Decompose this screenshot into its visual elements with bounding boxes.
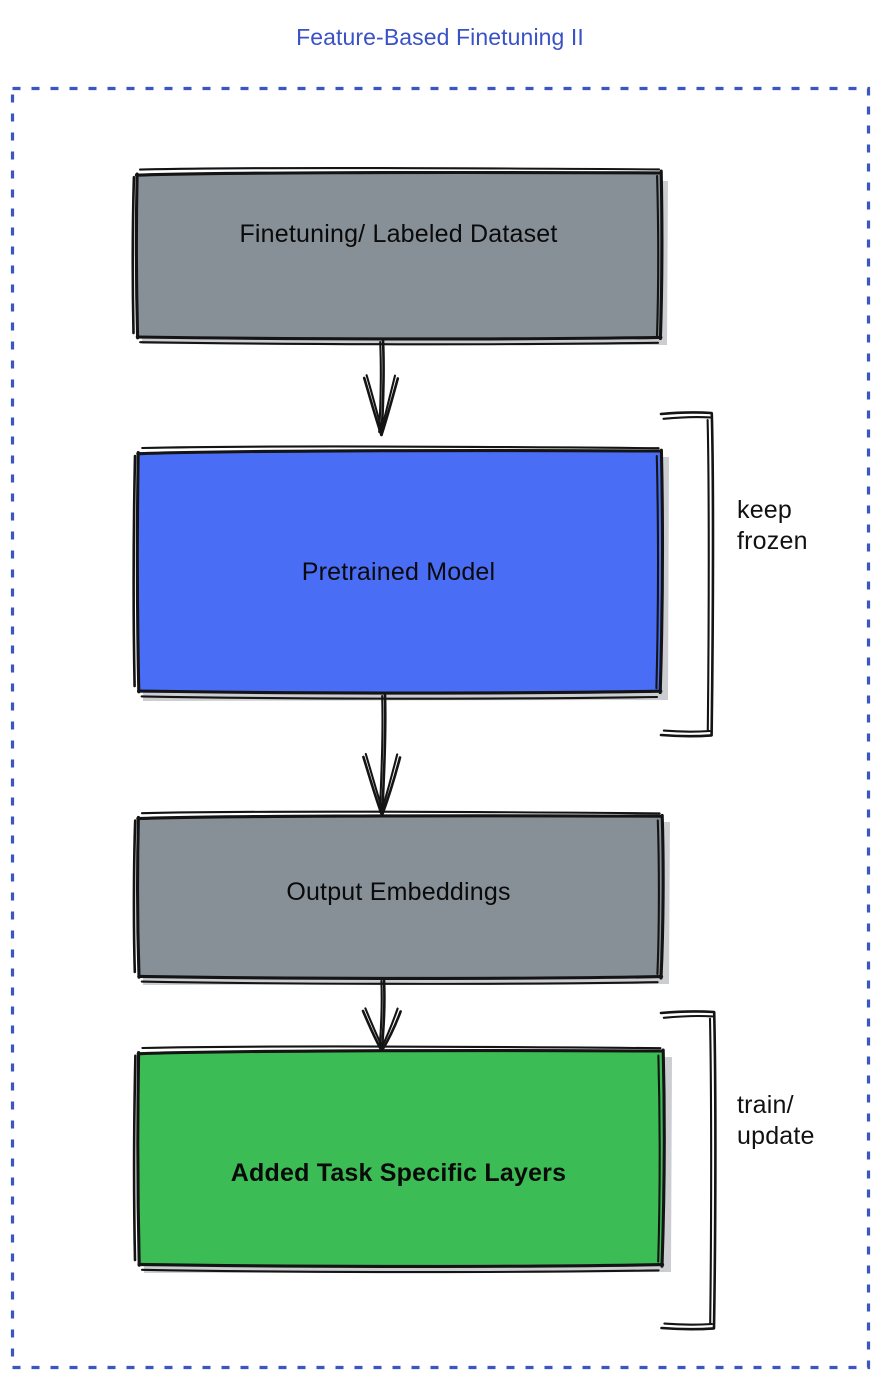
node-embeddings-fill [138,815,663,978]
node-layers-fill [138,1050,664,1267]
edge-pretrained-to-embeddings [362,692,402,817]
node-layers-hitbox[interactable] [135,1049,663,1269]
dashed-container-border [10,86,871,1370]
node-embeddings[interactable] [132,810,670,985]
edge-embeddings-to-layers [361,977,402,1052]
node-dataset-hitbox[interactable] [135,171,663,341]
node-dataset[interactable] [131,166,668,346]
node-dataset-fill [137,172,662,339]
edge-dataset-to-pretrained [362,338,400,437]
node-pretrained-fill [138,450,661,693]
node-embeddings-hitbox[interactable] [135,814,663,980]
node-pretrained-hitbox[interactable] [135,449,663,695]
node-pretrained[interactable] [132,445,669,701]
bracket-train-update [659,1010,717,1331]
page-title: Feature-Based Finetuning II [296,24,584,50]
bracket-keep-frozen [659,411,715,738]
node-layers[interactable] [132,1045,672,1274]
